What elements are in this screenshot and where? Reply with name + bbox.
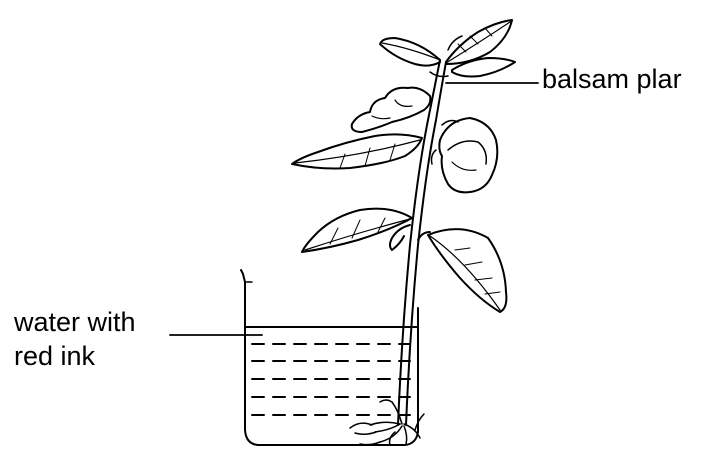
flower-right [432, 118, 498, 192]
leaf-lower-left [302, 209, 412, 252]
water-label: water with red ink [14, 305, 136, 373]
plant-roots [350, 400, 424, 445]
bud-lower [390, 225, 410, 250]
plant-label: balsam plar [542, 62, 723, 96]
water-label-line1: water with [14, 305, 136, 339]
leaves-top [380, 20, 515, 77]
beaker [241, 270, 418, 445]
leaf-middle-left [292, 134, 422, 168]
flower-upper-left [352, 88, 431, 132]
water-dashes [252, 344, 410, 415]
water-label-line2: red ink [14, 339, 136, 373]
leaf-lower-right [428, 229, 506, 312]
